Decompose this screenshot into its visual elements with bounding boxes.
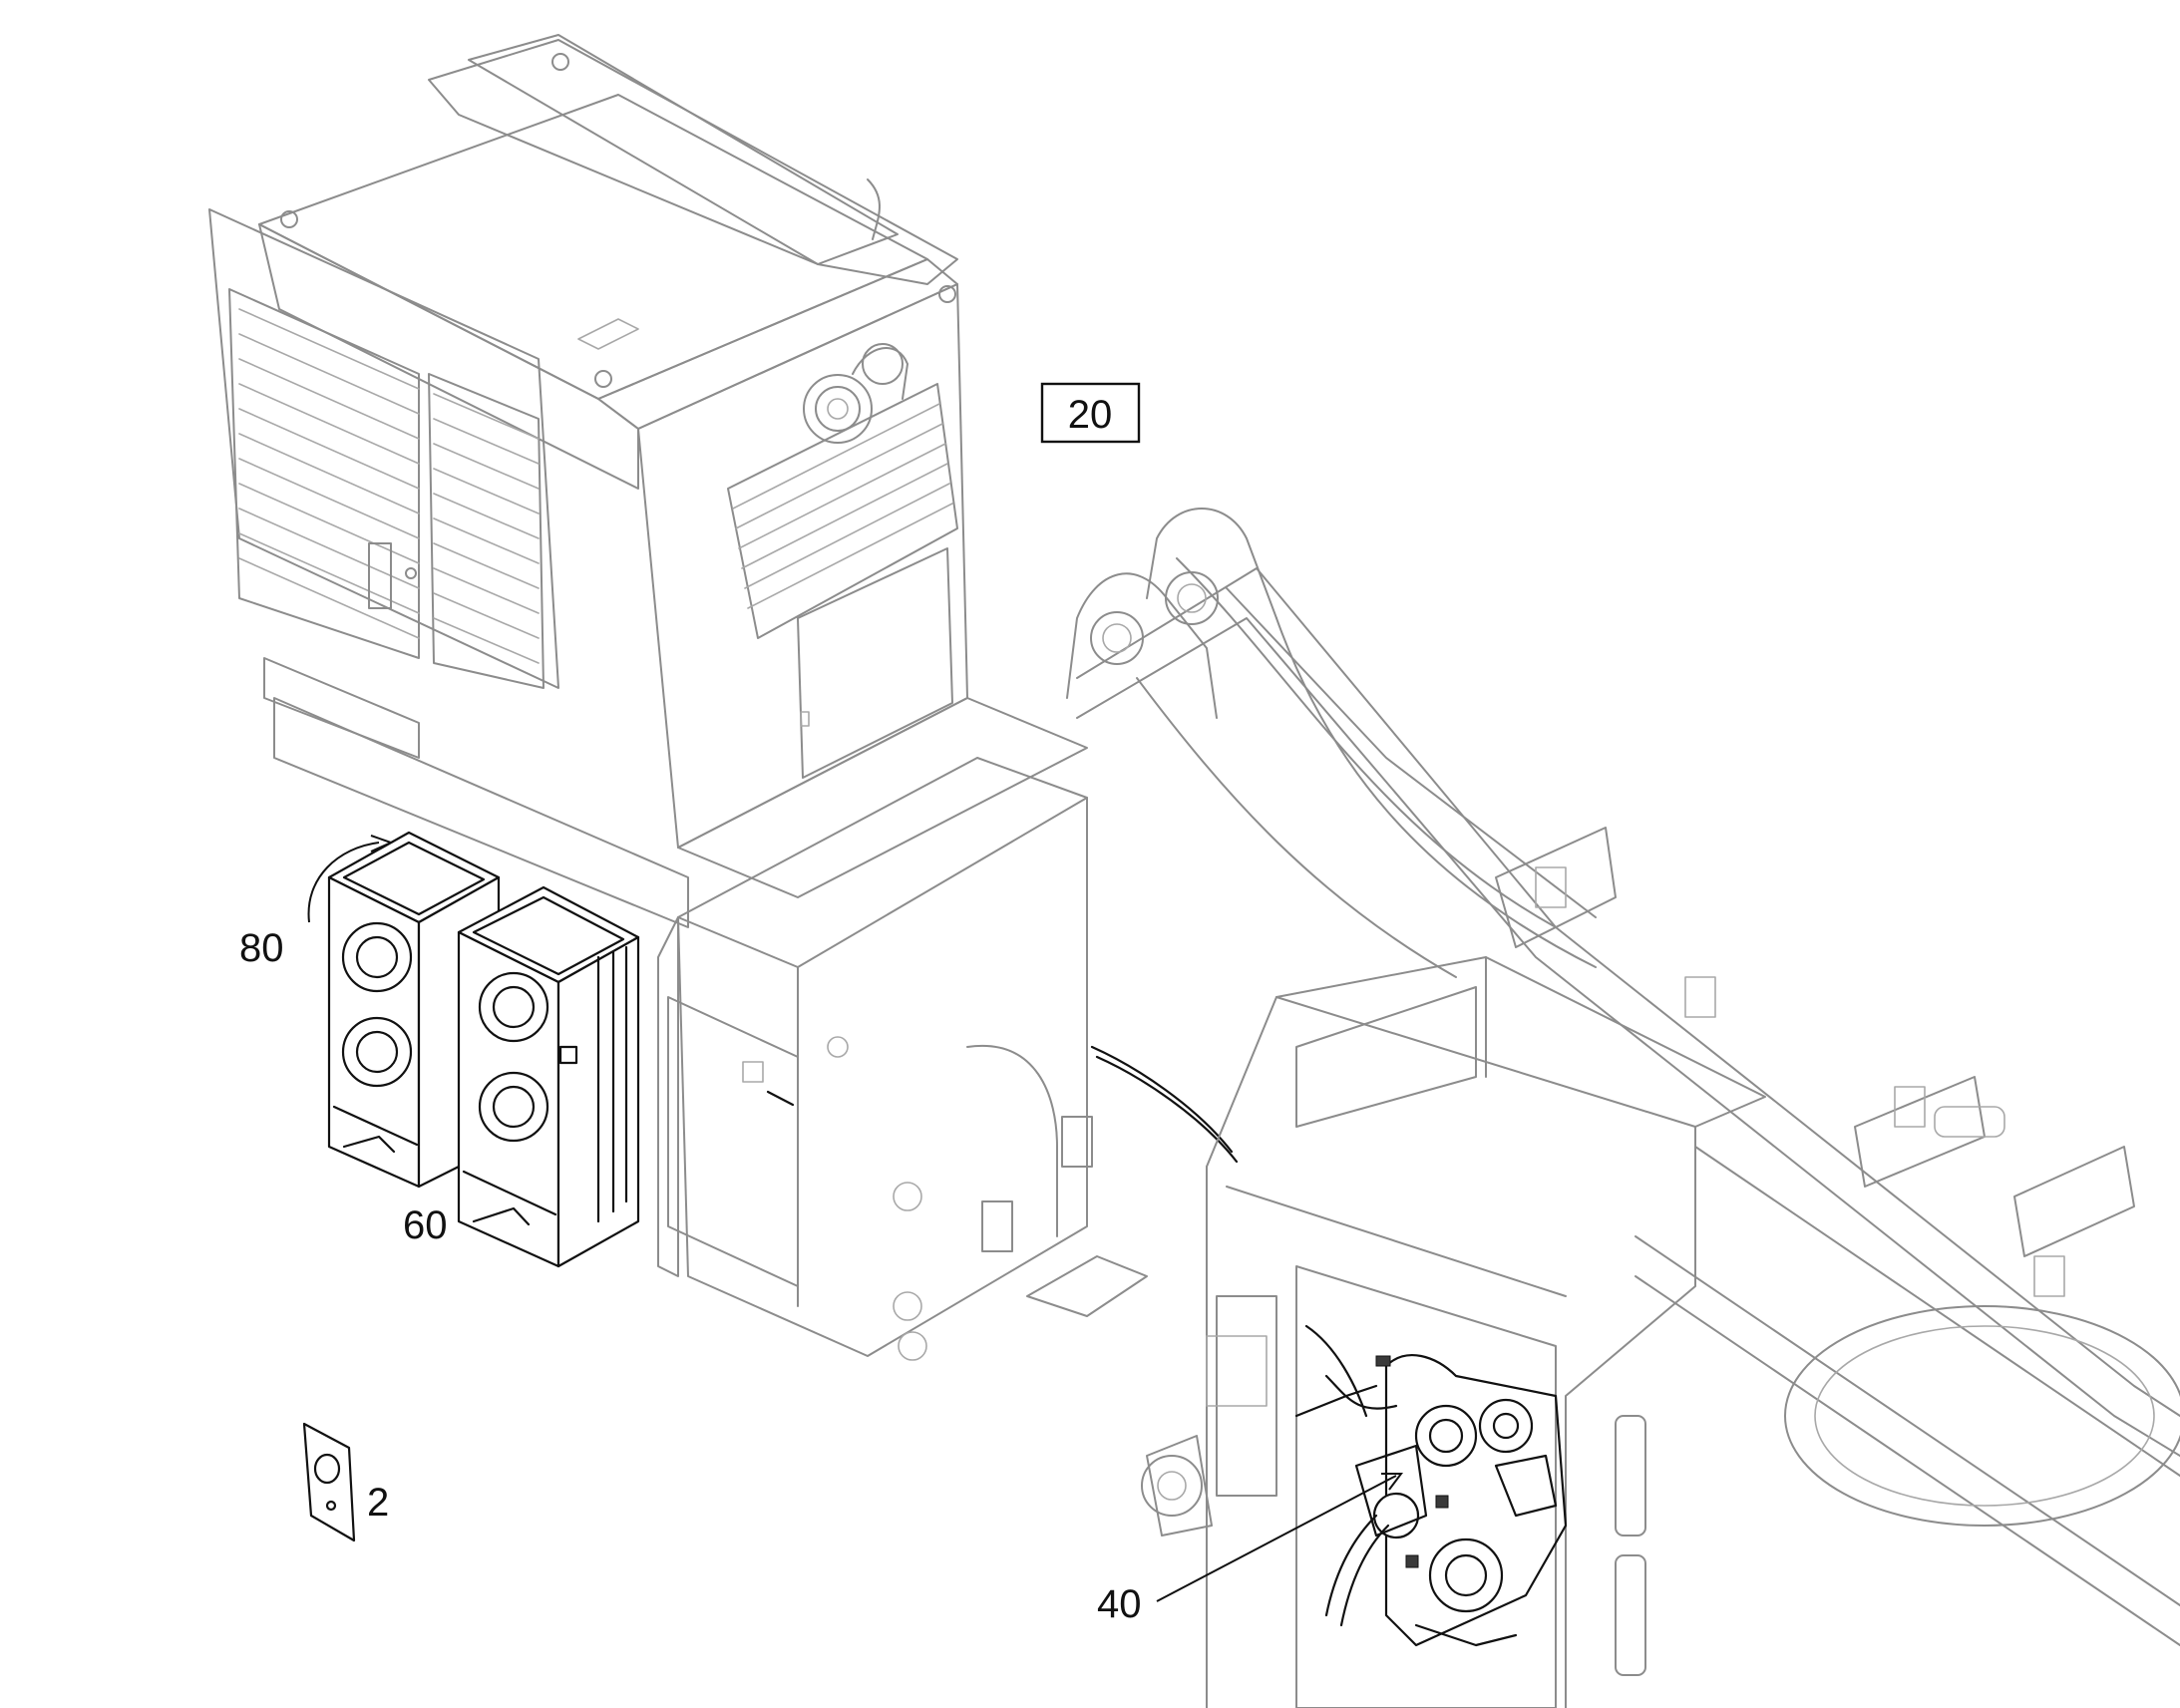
callout-label-2: 2 xyxy=(367,1481,389,1525)
boom-arms xyxy=(1066,508,1597,978)
plate-part-2 xyxy=(302,1422,356,1542)
hydraulic-pump-assembly xyxy=(1294,1324,1568,1647)
leader-lines xyxy=(307,835,1403,1602)
chassis-frame xyxy=(1076,567,2180,1646)
callout-label-40: 40 xyxy=(1097,1582,1142,1626)
engine-hood xyxy=(208,34,1088,928)
electrical-cabinet xyxy=(657,757,1239,1361)
left-grille xyxy=(228,288,545,689)
callout-label-20: 20 xyxy=(1068,393,1113,437)
cooler-unit-60 xyxy=(457,885,640,1268)
right-grille xyxy=(727,343,958,639)
callout-20: 20 xyxy=(1040,382,1141,444)
engine-compartment xyxy=(1141,956,1766,1708)
callout-box xyxy=(1040,382,1141,444)
callout-label-80: 80 xyxy=(239,926,284,970)
callout-label-60: 60 xyxy=(403,1203,448,1247)
